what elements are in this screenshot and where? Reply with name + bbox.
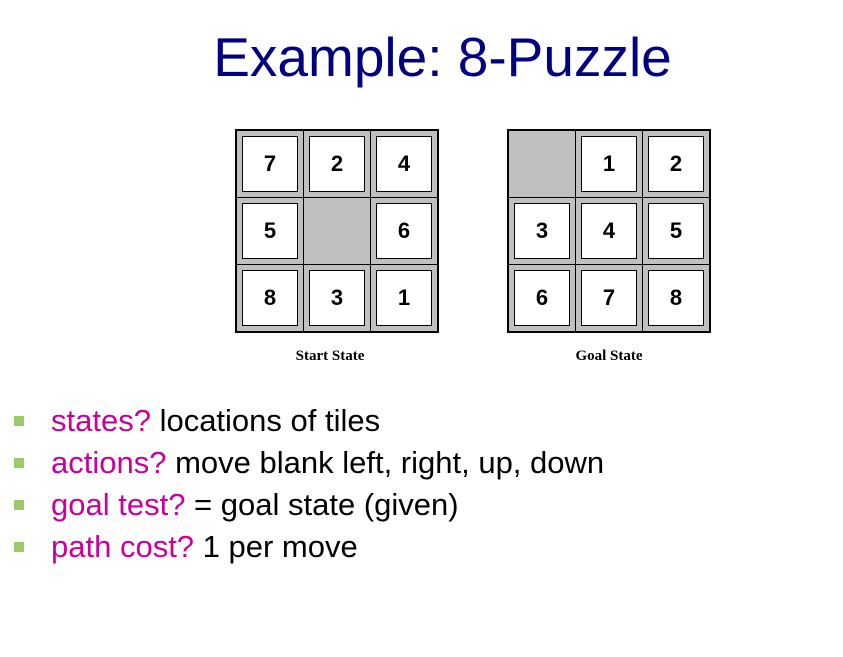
- bullet-term: states?: [51, 403, 151, 438]
- puzzle-tile: 5: [648, 203, 704, 259]
- square-bullet-icon: [14, 458, 24, 468]
- puzzle-tile: 1: [581, 136, 637, 192]
- bullet-term: actions?: [51, 445, 167, 480]
- puzzle-cell: 3: [508, 197, 576, 265]
- puzzle-tile: 8: [648, 270, 704, 326]
- puzzle-cell: 8: [236, 264, 304, 332]
- puzzle-tile: 3: [309, 270, 365, 326]
- puzzle-tile: 7: [242, 136, 298, 192]
- puzzle-cell: 1: [370, 264, 438, 332]
- start-state-caption: Start State: [295, 348, 365, 364]
- puzzle-cell: 7: [236, 130, 304, 198]
- slide-title: Example: 8-Puzzle: [213, 26, 672, 88]
- puzzle-cell: 4: [575, 197, 643, 265]
- puzzle-cell: 6: [508, 264, 576, 332]
- puzzle-cell: 5: [236, 197, 304, 265]
- puzzle-tile: 6: [376, 203, 432, 259]
- puzzle-cell: 2: [303, 130, 371, 198]
- puzzle-tile: 8: [242, 270, 298, 326]
- square-bullet-icon: [14, 416, 24, 426]
- puzzle-cell: 5: [642, 197, 710, 265]
- puzzle-cell: 1: [575, 130, 643, 198]
- bullet-term: goal test?: [51, 487, 186, 522]
- puzzle-tile: 4: [376, 136, 432, 192]
- square-bullet-icon: [14, 500, 24, 510]
- puzzle-tile: 6: [514, 270, 570, 326]
- bullet-text: 1 per move: [194, 529, 358, 564]
- bullet-text: = goal state (given): [185, 487, 459, 522]
- puzzle-cell: 7: [575, 264, 643, 332]
- puzzle-tile: 7: [581, 270, 637, 326]
- goal-state-caption: Goal State: [575, 348, 643, 364]
- bullet-item: path cost? 1 per move: [14, 526, 604, 568]
- puzzle-cell: 2: [642, 130, 710, 198]
- puzzle-tile: 1: [376, 270, 432, 326]
- square-bullet-icon: [14, 542, 24, 552]
- bullet-text: move blank left, right, up, down: [166, 445, 605, 480]
- puzzle-tile: 3: [514, 203, 570, 259]
- puzzle-cell: 8: [642, 264, 710, 332]
- bullet-text: locations of tiles: [150, 403, 381, 438]
- bullet-item: states? locations of tiles: [14, 400, 604, 442]
- bullet-item: goal test? = goal state (given): [14, 484, 604, 526]
- puzzle-tile: 2: [309, 136, 365, 192]
- blank-cell: [508, 130, 576, 198]
- blank-cell: [303, 197, 371, 265]
- puzzle-cell: 4: [370, 130, 438, 198]
- puzzle-tile: 5: [242, 203, 298, 259]
- puzzle-cell: 3: [303, 264, 371, 332]
- puzzle-tile: 4: [581, 203, 637, 259]
- puzzle-cell: 6: [370, 197, 438, 265]
- puzzle-tile: 2: [648, 136, 704, 192]
- bullet-term: path cost?: [51, 529, 195, 564]
- bullet-list: states? locations of tiles actions? move…: [14, 400, 604, 568]
- bullet-item: actions? move blank left, right, up, dow…: [14, 442, 604, 484]
